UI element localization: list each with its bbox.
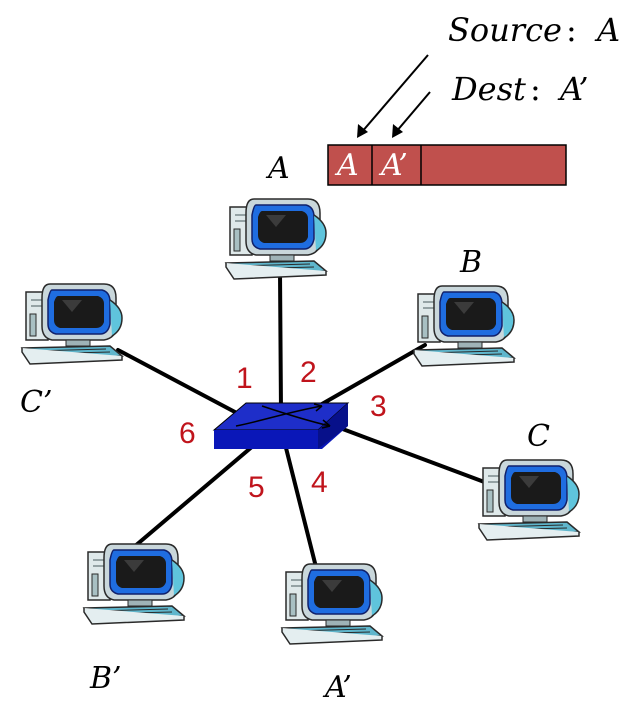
link-port-5-host-B-prime — [126, 438, 262, 554]
source-value: A — [594, 11, 620, 49]
host-B-computer-icon — [413, 285, 515, 367]
host-C-computer-icon — [478, 459, 580, 541]
host-A-prime-label: A’ — [322, 670, 352, 705]
link-port-3b-host-C — [338, 426, 497, 488]
host-A-computer-icon — [225, 198, 327, 280]
dest-value: A’ — [557, 70, 589, 108]
host-B-label: B — [459, 245, 482, 280]
host-B-prime-label: B’ — [89, 661, 122, 696]
host-A-prime-computer-icon — [281, 563, 383, 645]
port-1-label: 1 — [236, 362, 253, 395]
dest-key: Dest — [451, 70, 526, 108]
source-arrow — [357, 54, 429, 138]
dest-address-label: Dest : A’ — [451, 70, 589, 108]
host-C-prime-label: C’ — [20, 385, 53, 420]
port-6-label: 6 — [179, 417, 196, 450]
link-port-2-host-A — [278, 270, 283, 414]
port-3-label: 3 — [370, 390, 387, 423]
switch-icon — [212, 402, 350, 449]
source-separator: : — [566, 11, 577, 49]
source-key: Source — [448, 11, 562, 49]
link-port-6-host-C-prime — [116, 348, 252, 422]
ethernet-frame: A A’ — [327, 144, 567, 186]
link-port-4-host-A-prime — [282, 438, 320, 577]
port-4-label: 4 — [311, 466, 328, 499]
host-B-prime-computer-icon — [83, 543, 185, 625]
frame-source-field: A — [334, 148, 359, 183]
source-address-label: Source : A — [448, 11, 620, 49]
host-C-prime-computer-icon — [21, 283, 123, 365]
port-5-label: 5 — [248, 471, 265, 504]
dest-separator: : — [530, 70, 541, 108]
host-C-label: C — [527, 419, 550, 454]
port-2-label: 2 — [300, 356, 317, 389]
link-port-3-host-B — [313, 343, 427, 410]
frame-dest-field: A’ — [378, 148, 408, 183]
host-A-label: A — [265, 151, 290, 186]
dest-arrow — [392, 91, 431, 138]
